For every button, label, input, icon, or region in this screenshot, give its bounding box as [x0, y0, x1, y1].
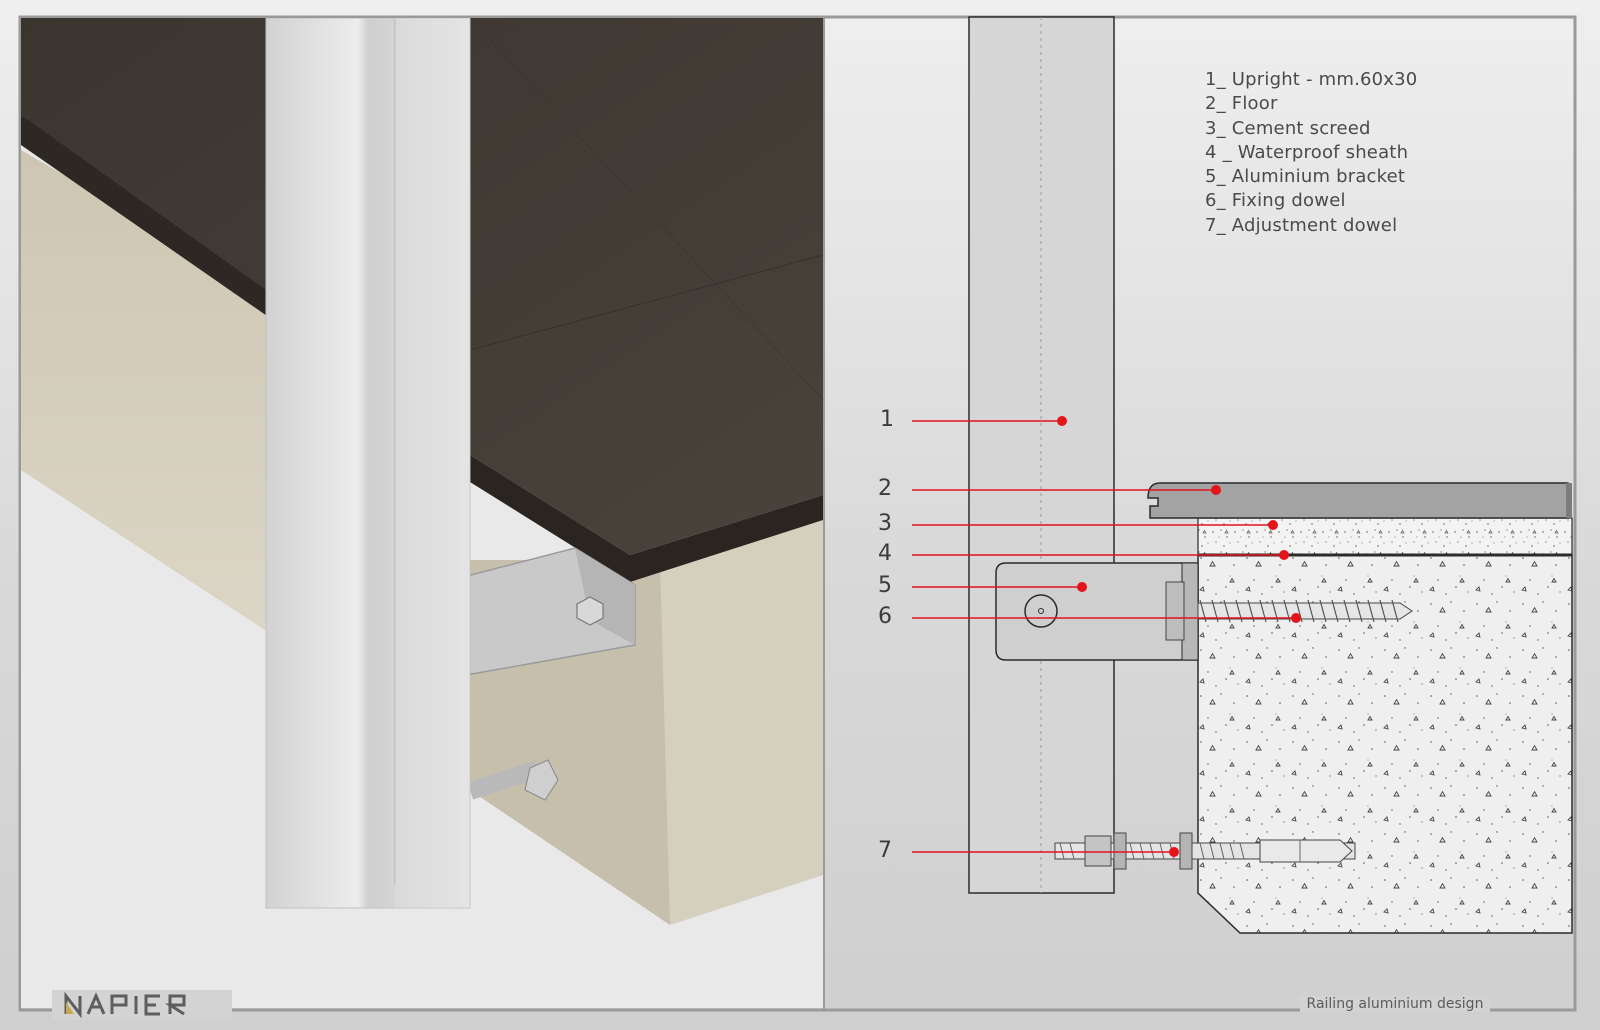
callout-leaders: [912, 420, 1296, 853]
legend-item-fixing-dowel: 6_ Fixing dowel: [1205, 190, 1346, 212]
footer-caption: Railing aluminium design: [1300, 996, 1490, 1012]
callout-number-7: 7: [878, 838, 893, 863]
component-legend: 1_ Upright - mm.60x30 2_ Floor 3_ Cement…: [1205, 68, 1417, 238]
callout-dot-5: [1077, 582, 1087, 592]
cement-screed: [1197, 517, 1573, 556]
callout-dot-7: [1169, 847, 1179, 857]
adjustment-dowel-section: [1054, 832, 1356, 870]
legend-item-adjustment-dowel: 7_ Adjustment dowel: [1205, 214, 1398, 236]
legend-item-cement-screed: 3_ Cement screed: [1205, 117, 1371, 139]
floor-section: [1147, 482, 1569, 519]
callout-number-2: 2: [878, 476, 893, 501]
callout-dot-3: [1268, 520, 1278, 530]
callout-dot-2: [1211, 485, 1221, 495]
callout-dot-1: [1057, 416, 1067, 426]
legend-item-waterproof-sheath: 4 _ Waterproof sheath: [1205, 141, 1409, 163]
outer-frame: [18, 15, 1577, 1012]
callout-dot-6: [1291, 613, 1301, 623]
render-3d-view: [21, 18, 823, 1008]
adjustment-bolt-render: [467, 759, 559, 801]
brand-logo: [52, 990, 232, 1020]
callout-dots: [1057, 416, 1301, 857]
section-drawing: [912, 16, 1573, 934]
callout-dot-4: [1279, 550, 1289, 560]
callout-number-4: 4: [878, 541, 893, 566]
legend-item-aluminium-bracket: 5_ Aluminium bracket: [1205, 166, 1406, 188]
callout-number-3: 3: [878, 511, 893, 536]
bracket-pin: [1024, 594, 1058, 628]
floor-tile-edge: [21, 115, 280, 325]
callout-number-5: 5: [878, 573, 893, 598]
upright-render: [266, 18, 470, 908]
legend-item-upright: 1_ Upright - mm.60x30: [1205, 69, 1418, 90]
legend-item-floor: 2_ Floor: [1205, 93, 1278, 115]
fixing-dowel-section: [1165, 581, 1413, 641]
callout-number-1: 1: [880, 407, 895, 432]
callout-number-6: 6: [878, 604, 893, 629]
